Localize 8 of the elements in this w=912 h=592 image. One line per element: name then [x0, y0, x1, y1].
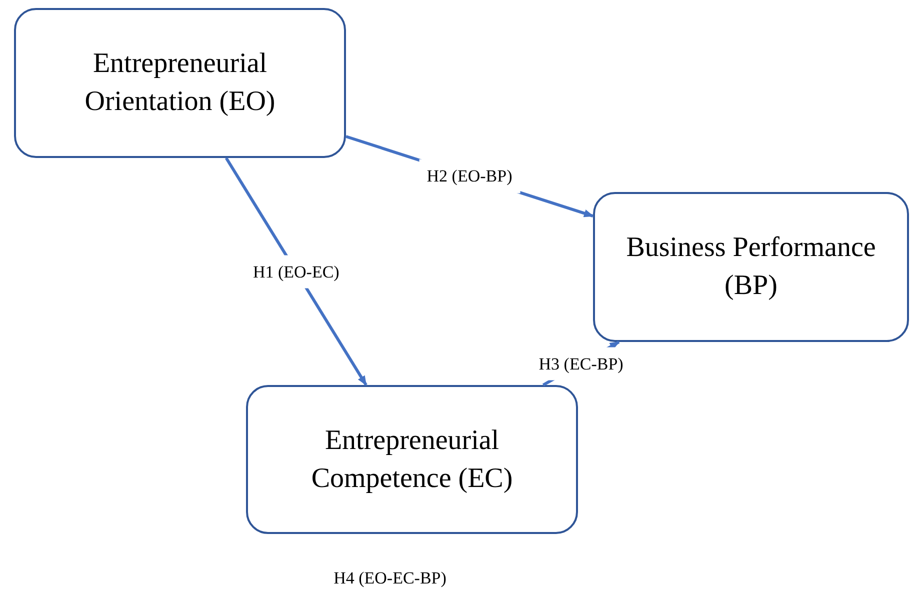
concept-box — [246, 385, 578, 534]
concept-name: Business Performance (BP) — [625, 231, 877, 303]
concept-box — [14, 8, 346, 158]
hypothesis-label: H4 (EO-EC-BP) — [334, 567, 446, 590]
edge-label: H2 (EO-BP) — [418, 160, 520, 194]
concept-name: Entrepreneurial Competence (EC) — [310, 424, 514, 496]
concept-box — [593, 192, 909, 342]
concept-name: Entrepreneurial Orientation (EO) — [84, 47, 276, 119]
